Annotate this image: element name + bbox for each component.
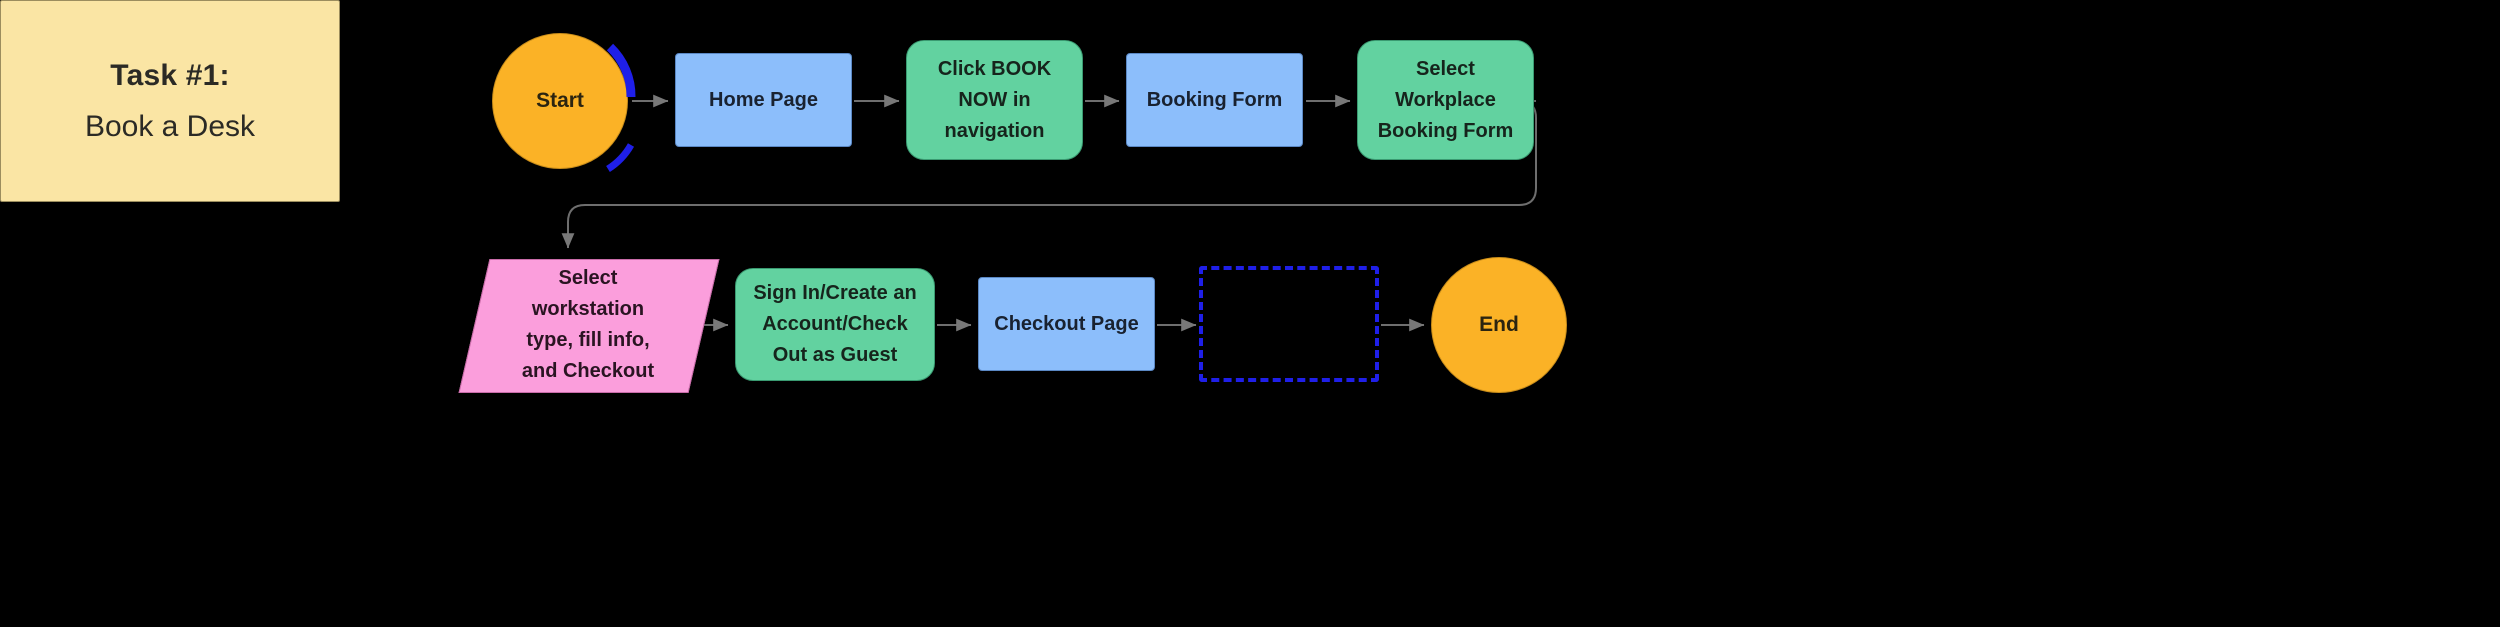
task-card-title: Task #1:	[110, 58, 230, 92]
node-end[interactable]: End	[1431, 257, 1567, 393]
line-2: Workplace	[1395, 88, 1496, 111]
node-select-workplace-booking-form[interactable]: Select Workplace Booking Form	[1357, 40, 1534, 160]
node-start-label: Start	[536, 89, 584, 112]
node-click-book-now[interactable]: Click BOOK NOW in navigation	[906, 40, 1083, 160]
line-3: navigation	[944, 119, 1045, 142]
node-start[interactable]: Start	[492, 33, 628, 169]
line-3: Booking Form	[1377, 119, 1514, 142]
line-3: type, fill info,	[526, 329, 650, 351]
node-select-workstation-label: Select workstation type, fill info, and …	[474, 263, 702, 387]
node-sign-in-create-account[interactable]: Sign In/Create an Account/Check Out as G…	[735, 268, 935, 381]
node-select-workstation[interactable]: Select workstation type, fill info, and …	[458, 259, 720, 393]
node-click-book-now-label: Click BOOK NOW in navigation	[919, 54, 1070, 147]
line-1: Sign In/Create an	[753, 282, 917, 304]
node-booking-form-label: Booking Form	[1146, 88, 1283, 111]
node-checkout-page[interactable]: Checkout Page	[978, 277, 1155, 371]
line-2: workstation	[531, 298, 645, 320]
line-4: and Checkout	[521, 360, 655, 382]
node-end-label: End	[1479, 313, 1519, 336]
line-1: Select	[558, 267, 618, 289]
task-card: Task #1: Book a Desk	[0, 0, 340, 202]
node-sign-in-label: Sign In/Create an Account/Check Out as G…	[748, 278, 922, 371]
line-2: Account/Check	[762, 313, 908, 335]
node-placeholder-selected[interactable]	[1199, 266, 1379, 382]
node-home-page[interactable]: Home Page	[675, 53, 852, 147]
node-checkout-page-label: Checkout Page	[994, 312, 1139, 335]
line-1: Select	[1416, 57, 1475, 80]
node-home-page-label: Home Page	[709, 88, 818, 111]
node-booking-form[interactable]: Booking Form	[1126, 53, 1303, 147]
line-1: Click BOOK	[937, 57, 1052, 80]
line-2: NOW in	[958, 88, 1031, 111]
task-card-subtitle: Book a Desk	[84, 110, 256, 143]
node-select-workplace-label: Select Workplace Booking Form	[1370, 54, 1521, 147]
line-3: Out as Guest	[772, 344, 898, 366]
